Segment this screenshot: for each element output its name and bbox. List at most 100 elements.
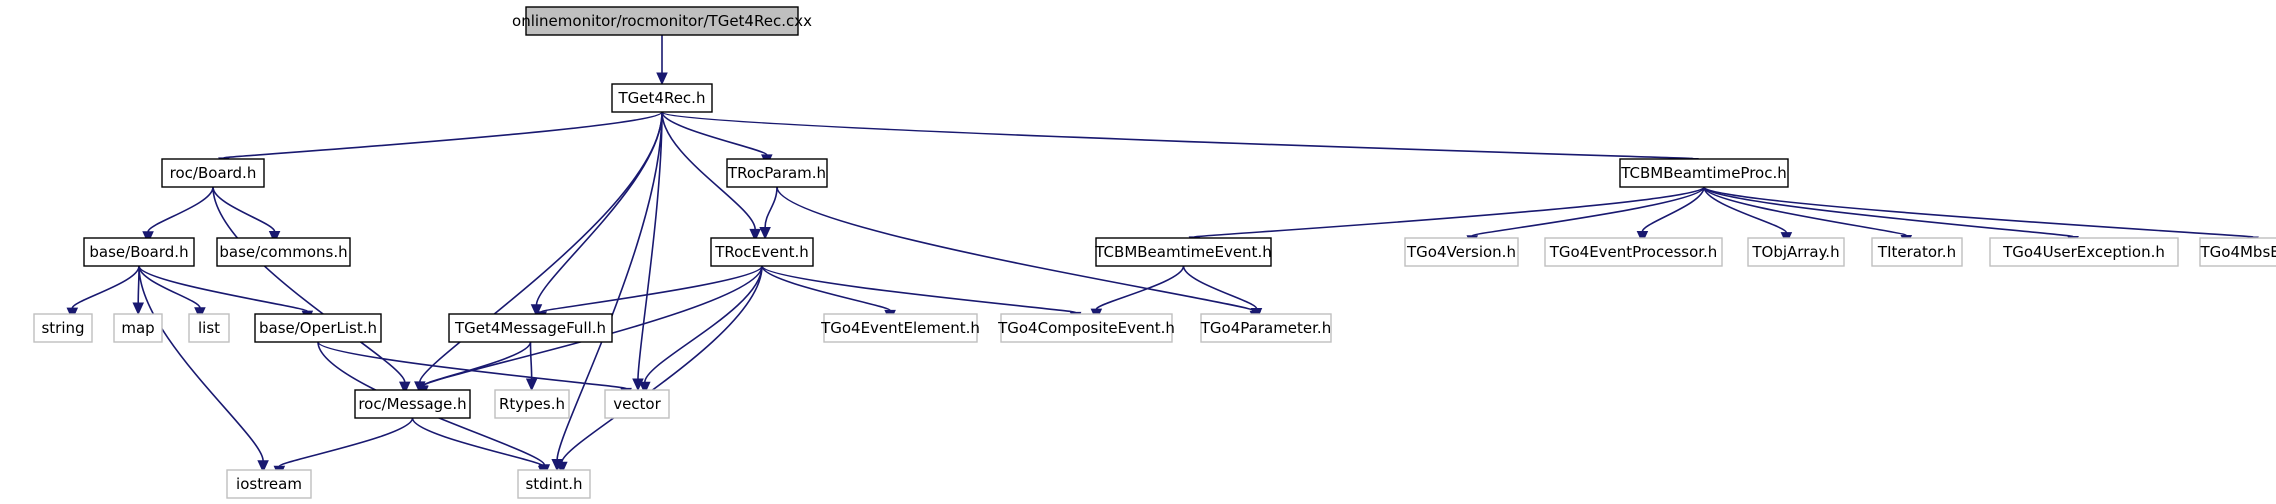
edge-line (1182, 265, 1258, 310)
edge-trocevent-h-to-stdint-h (556, 265, 763, 475)
edge-line (212, 186, 276, 232)
node-box (2199, 237, 2276, 267)
node-roc-board-h[interactable]: roc/Board.h (161, 158, 265, 188)
edge-line (1193, 186, 1705, 238)
node-roc-message-h[interactable]: roc/Message.h (354, 389, 471, 419)
edge-line (535, 111, 663, 305)
node-tget4messagefull-h[interactable]: TGet4MessageFull.h (448, 313, 613, 343)
node-onlinemonitor-rocmonitor-tget4rec-cxx[interactable]: onlinemonitor/rocmonitor/TGet4Rec.cxx (512, 6, 812, 36)
node-box (710, 237, 814, 267)
node-label: TGet4Rec.h (618, 89, 706, 107)
node-label: TIterator.h (1877, 243, 1956, 261)
node-tgo4compositeevent-h: TGo4CompositeEvent.h (997, 313, 1175, 343)
edge-tget4rec-h-to-trocparam-h (661, 111, 773, 168)
node-vector: vector (604, 389, 670, 419)
node-trocparam-h[interactable]: TRocParam.h (726, 158, 828, 188)
node-label: TGo4Version.h (1406, 243, 1516, 261)
node-box (1989, 237, 2179, 267)
edge-line (71, 265, 140, 309)
edge-roc-message-h-to-iostream (273, 417, 414, 479)
edge-line (1471, 186, 1705, 237)
edge-line (411, 417, 545, 467)
edge-line (529, 341, 533, 380)
node-stdint-h: stdint.h (517, 469, 591, 499)
node-label: stdint.h (525, 475, 582, 493)
edge-line (1703, 186, 1908, 237)
node-base-operlist-h[interactable]: base/OperList.h (254, 313, 382, 343)
edge-line (761, 265, 1077, 314)
edge-line (223, 111, 663, 159)
edge-trocevent-h-to-vector (639, 265, 763, 395)
node-tgo4userexception-h: TGo4UserException.h (1989, 237, 2179, 267)
node-base-board-h[interactable]: base/Board.h (83, 237, 195, 267)
node-box (823, 313, 978, 343)
node-box (611, 83, 713, 113)
node-label: string (41, 319, 84, 337)
edge-base-board-h-to-iostream (138, 265, 269, 473)
edge-arrowhead (142, 231, 154, 244)
node-base-commons-h[interactable]: base/commons.h (216, 237, 351, 267)
node-label: TRocEvent.h (714, 243, 809, 261)
node-box (1544, 237, 1723, 267)
nodes-layer: onlinemonitor/rocmonitor/TGet4Rec.cxxTGe… (33, 6, 2276, 499)
edge-tget4rec-h-to-vector (632, 111, 663, 392)
edge-tget4rec-h-to-roc-board-h (218, 111, 663, 171)
edge-line (138, 265, 264, 461)
node-list: list (188, 313, 230, 343)
node-rtypes-h: Rtypes.h (494, 389, 570, 419)
edge-arrowhead (639, 381, 651, 395)
edge-arrowhead (257, 460, 269, 473)
node-box (1871, 237, 1963, 267)
node-box (33, 313, 93, 343)
node-box (161, 158, 265, 188)
edge-arrowhead (759, 226, 771, 240)
node-label: list (198, 319, 220, 337)
edge-line (764, 186, 778, 228)
node-box (1747, 237, 1845, 267)
node-box (188, 313, 230, 343)
node-iostream: iostream (226, 469, 312, 499)
node-trocevent-h[interactable]: TRocEvent.h (710, 237, 814, 267)
edge-line (637, 111, 663, 380)
node-label: TCBMBeamtimeEvent.h (1094, 243, 1271, 261)
edge-line (761, 265, 891, 312)
node-tget4rec-h[interactable]: TGet4Rec.h (611, 83, 713, 113)
node-label: base/OperList.h (259, 319, 377, 337)
node-box (517, 469, 591, 499)
edge-line (561, 265, 763, 463)
edge-line (1095, 265, 1185, 310)
edge-tcbmbeamtimeproc-h-to-tgo4eventprocessor-h (1636, 186, 1705, 244)
edge-line (540, 265, 763, 313)
edge-arrowhead (268, 231, 281, 244)
node-box (1404, 237, 1519, 267)
node-label: TRocParam.h (727, 164, 826, 182)
edge-line (147, 186, 214, 233)
edge-line (776, 186, 1257, 313)
edge-onlinemonitor-rocmonitor-tget4rec-cxx-to-tget4rec-h (656, 35, 668, 86)
node-box (604, 389, 670, 419)
node-tcbmbeamtimeproc-h[interactable]: TCBMBeamtimeProc.h (1619, 158, 1789, 188)
node-label: TGo4UserException.h (2002, 243, 2165, 261)
node-box (1200, 313, 1332, 343)
edge-line (661, 111, 1694, 160)
node-box (1000, 313, 1173, 343)
edge-arrowhead (194, 307, 206, 320)
edge-roc-message-h-to-stdint-h (411, 417, 550, 479)
node-tcbmbeamtimeevent-h[interactable]: TCBMBeamtimeEvent.h (1094, 237, 1272, 267)
node-tgo4parameter-h: TGo4Parameter.h (1200, 313, 1332, 343)
edge-arrowhead (525, 378, 538, 392)
node-box (525, 6, 799, 36)
edge-trocparam-h-to-trocevent-h (759, 186, 778, 240)
node-label: roc/Board.h (170, 164, 257, 182)
node-box (83, 237, 195, 267)
node-box (216, 237, 351, 267)
edge-arrowhead (399, 381, 411, 395)
edge-line (661, 111, 768, 156)
edge-roc-board-h-to-roc-message-h (212, 186, 411, 395)
edge-line (278, 417, 414, 468)
node-tgo4version-h: TGo4Version.h (1404, 237, 1519, 267)
edge-arrowhead (656, 72, 668, 86)
node-box (726, 158, 828, 188)
edge-line (212, 186, 406, 383)
